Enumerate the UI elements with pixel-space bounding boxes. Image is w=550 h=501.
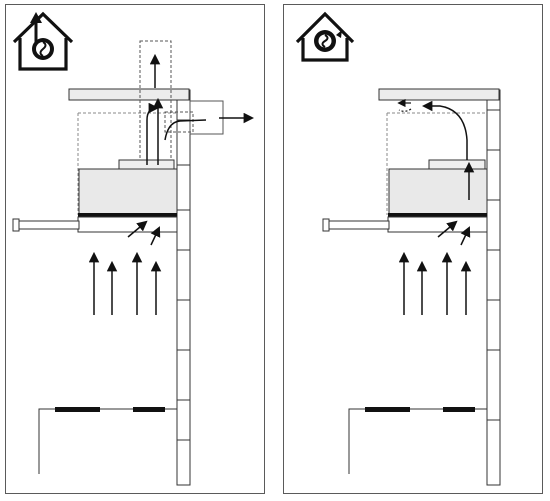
extraction-mode-icon [12,11,74,71]
ceiling-shelf [378,88,500,101]
hood-body [12,159,178,233]
extraction-panel [5,4,265,494]
cabinet-outline [77,112,177,215]
cooktop [38,407,177,474]
ceiling-shelf [68,88,190,101]
hood-body [322,159,488,233]
wall [486,89,501,486]
cabinet-outline [386,112,487,215]
recirculation-airflow-arrows [397,98,475,315]
cooktop [348,407,487,474]
extraction-airflow-arrows [88,53,255,315]
horizontal-duct [164,100,224,135]
recirculation-mode-icon [295,11,355,62]
wall [176,89,191,486]
